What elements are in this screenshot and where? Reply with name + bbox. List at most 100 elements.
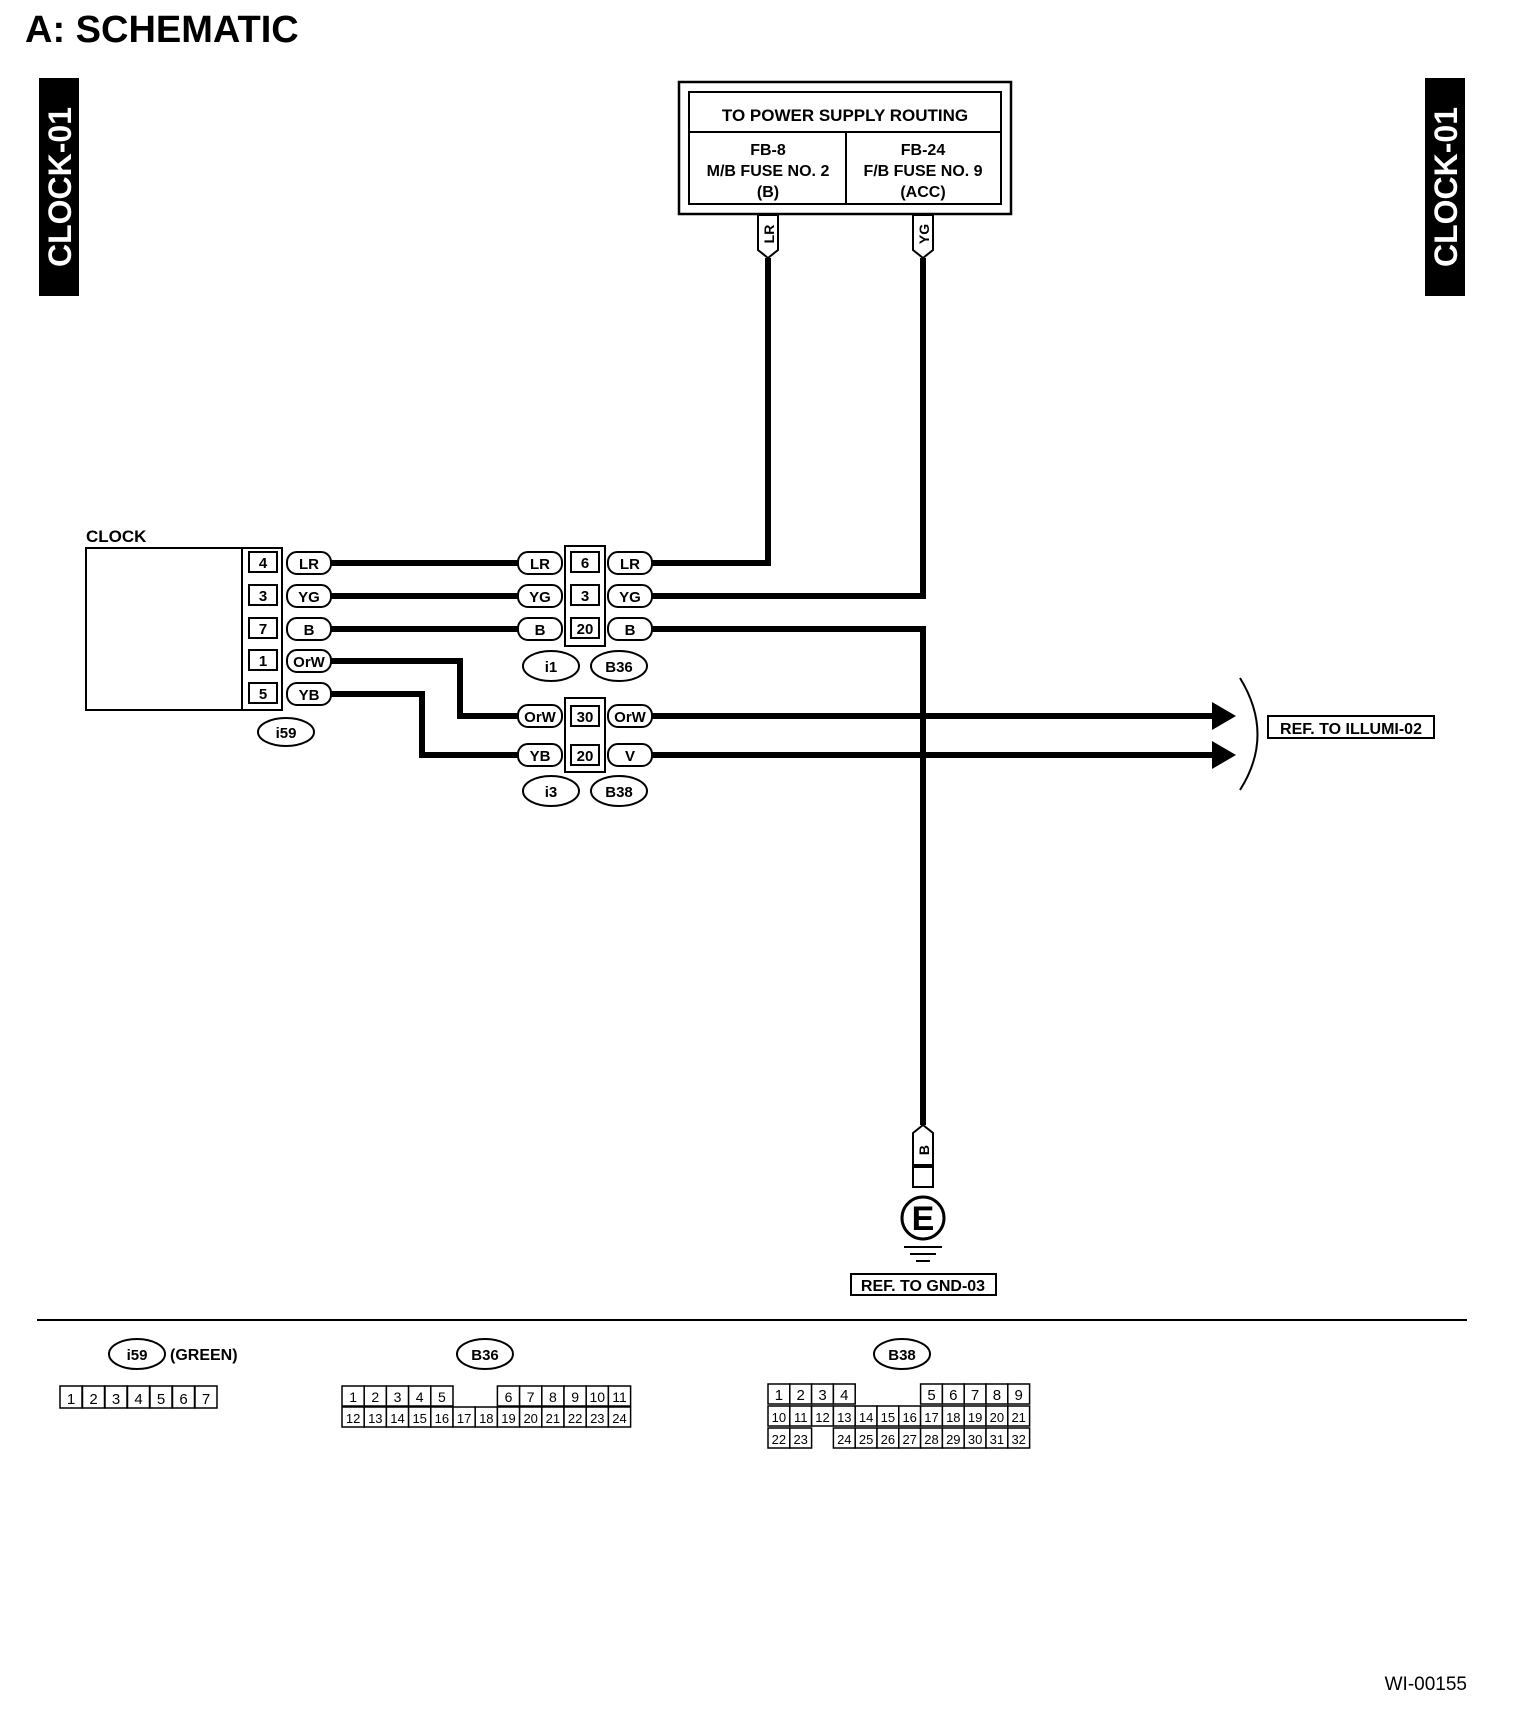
figure-id: WI-00155 (1385, 1674, 1467, 1695)
svg-text:20: 20 (577, 621, 594, 638)
wire-yb (330, 691, 520, 758)
pin-number: 3 (394, 1389, 402, 1405)
pin-number: 9 (571, 1389, 579, 1405)
connector-i1-badge (522, 650, 580, 682)
svg-text:30: 30 (577, 709, 594, 726)
svg-text:B36: B36 (471, 1347, 499, 1364)
svg-text:6: 6 (581, 555, 589, 572)
junction-b-row-1: OrW 30 OrW (517, 704, 653, 728)
svg-text:B: B (916, 1145, 932, 1155)
svg-text:i59: i59 (127, 1347, 148, 1364)
connector-i3-label: i3 (545, 784, 558, 801)
pin-number: 26 (881, 1432, 895, 1447)
wire-tag-yg-top: YG (912, 214, 934, 260)
power-box-right-line2: F/B FUSE NO. 9 (863, 163, 982, 180)
svg-text:YG: YG (298, 589, 320, 606)
pin-number: 31 (990, 1432, 1004, 1447)
junction-a-row-3: B 20 B (517, 617, 653, 641)
connector-i3-badge (522, 775, 580, 807)
connector-b38-label: B38 (605, 784, 633, 801)
pin-number: 20 (523, 1411, 537, 1426)
power-box-header: TO POWER SUPPLY ROUTING (722, 106, 968, 125)
svg-text:B38: B38 (888, 1347, 916, 1364)
pin-number: 6 (949, 1387, 957, 1404)
side-tag-left-label: CLOCK-01 (42, 107, 78, 267)
side-tag-right-label: CLOCK-01 (1428, 107, 1464, 267)
svg-text:3: 3 (581, 588, 589, 605)
pin-number: 1 (349, 1389, 357, 1405)
pin-number: 16 (902, 1410, 916, 1425)
svg-text:LR: LR (299, 556, 319, 573)
pin-number: 7 (971, 1387, 979, 1404)
power-box-left-line3: (B) (757, 184, 779, 201)
page-title: A: SCHEMATIC (25, 9, 299, 51)
pin-number: 15 (881, 1410, 895, 1425)
pin-number: 2 (371, 1389, 379, 1405)
side-tag-left: CLOCK-01 (39, 78, 79, 296)
ref-gnd-label: REF. TO GND-03 (861, 1278, 985, 1295)
pin-number: 23 (590, 1411, 604, 1426)
ground-wire-tag: B (912, 1123, 934, 1188)
pin-number: 11 (612, 1389, 627, 1405)
connector-i59-badge (257, 717, 315, 747)
ground-earth-lines (904, 1246, 942, 1262)
pin-number: 18 (946, 1410, 960, 1425)
pin-number: 2 (89, 1391, 97, 1408)
power-box-right-line3: (ACC) (900, 184, 945, 201)
clock-label: CLOCK (86, 527, 147, 546)
pin-number: 24 (837, 1432, 851, 1447)
clock-pin-1: 1 OrW (248, 649, 332, 673)
connector-b36-label: B36 (605, 659, 633, 676)
pin-number: 7 (527, 1389, 535, 1405)
pin-number: 4 (134, 1391, 142, 1408)
arrow-illumi-1 (1212, 702, 1236, 730)
pin-number: 6 (505, 1389, 513, 1405)
svg-text:V: V (625, 748, 635, 765)
clock-pin-5: 5 YB (248, 682, 332, 706)
pin-number: 23 (793, 1432, 807, 1447)
svg-text:B: B (625, 622, 636, 639)
pin-number: 13 (837, 1410, 851, 1425)
svg-text:20: 20 (577, 748, 594, 765)
svg-text:YB: YB (530, 748, 551, 765)
pin-number: 17 (457, 1411, 471, 1426)
wires (330, 258, 1215, 1125)
pin-number: 13 (368, 1411, 382, 1426)
pin-number: 25 (859, 1432, 873, 1447)
connector-i1-label: i1 (545, 659, 558, 676)
pin-number: 5 (157, 1391, 165, 1408)
svg-text:YG: YG (619, 589, 641, 606)
pin-number: 21 (1011, 1410, 1025, 1425)
ref-illumi-box (1267, 715, 1435, 739)
svg-text:OrW: OrW (524, 709, 557, 726)
pin-number: 8 (993, 1387, 1001, 1404)
pin-number: 7 (202, 1391, 210, 1408)
pin-number: 3 (112, 1391, 120, 1408)
wire-orw (330, 658, 520, 719)
pin-number: 6 (179, 1391, 187, 1408)
wire-tag-lr-top-label: LR (761, 225, 777, 244)
pin-number: 2 (797, 1387, 805, 1404)
svg-text:3: 3 (259, 588, 267, 605)
pin-number: 3 (818, 1387, 826, 1404)
pin-number: 4 (840, 1387, 848, 1404)
side-tag-right: CLOCK-01 (1425, 78, 1465, 296)
pin-number: 1 (775, 1387, 783, 1404)
pin-number: 29 (946, 1432, 960, 1447)
pin-number: 15 (412, 1411, 426, 1426)
junction-b-row-2: YB 20 V (517, 743, 653, 767)
pin-number: 8 (549, 1389, 557, 1405)
pin-number: 4 (416, 1389, 424, 1405)
svg-text:OrW: OrW (293, 654, 326, 671)
pin-number: 19 (968, 1410, 982, 1425)
svg-text:LR: LR (620, 556, 640, 573)
wire-b-ground (650, 626, 926, 1125)
pin-number: 10 (590, 1389, 606, 1405)
ref-illumi-label: REF. TO ILLUMI-02 (1280, 721, 1422, 738)
ground-symbol (900, 1195, 946, 1241)
pin-number: 16 (435, 1411, 449, 1426)
